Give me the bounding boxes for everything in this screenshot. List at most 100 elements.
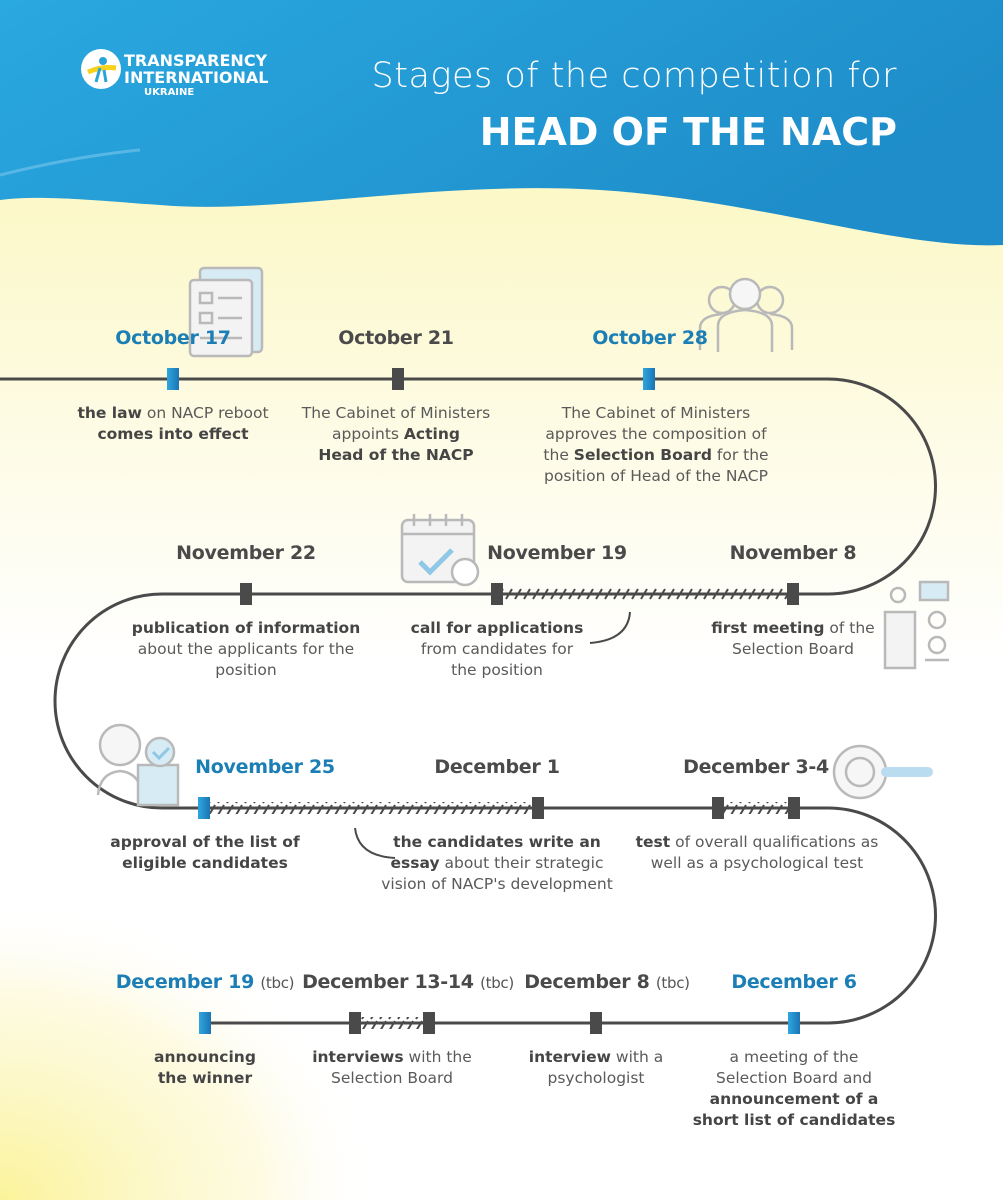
candidate-approval-icon [96, 723, 180, 807]
description-bold-text: interview [528, 1048, 611, 1066]
description-bold-text: comes into effect [97, 425, 249, 443]
description-text: of the [824, 619, 875, 637]
description-bold-text: test [635, 833, 671, 851]
description-text: Selection Board [331, 1069, 453, 1087]
description-bold-text: Selection Board [573, 446, 712, 464]
description-text: approves the composition of [545, 425, 767, 443]
stage-date-text: October 21 [338, 327, 454, 349]
description-text: with the [403, 1048, 472, 1066]
stage-date-text: December 13-14 [302, 971, 474, 993]
description-text: about the applicants for the [137, 640, 355, 658]
hatched-period [355, 1017, 429, 1029]
timeline-marker [788, 797, 800, 819]
description-text: of overall qualifications as [670, 833, 879, 851]
stage-date: December 13-14 (tbc) [302, 971, 514, 993]
stage-date: November 25 [195, 756, 335, 778]
description-text: position of Head of the NACP [544, 467, 768, 485]
yellow-glow [0, 900, 380, 1200]
description-bold-text: approval of the list of [110, 833, 300, 851]
description-text: from candidates for [420, 640, 574, 658]
timeline-marker [392, 368, 404, 390]
timeline-marker [167, 368, 179, 390]
description-text: well as a psychological test [650, 854, 864, 872]
description-text: about their strategic [439, 854, 604, 872]
timeline-marker [423, 1012, 435, 1034]
stage-date: October 21 [338, 327, 454, 349]
stage-date: December 19 (tbc) [115, 971, 295, 993]
timeline-marker [788, 1012, 800, 1034]
stage-date-text: December 3-4 [683, 756, 829, 778]
stage-date: December 8 (tbc) [524, 971, 690, 993]
stage-date-text: December 19 [115, 971, 255, 993]
stage-date: December 6 [731, 971, 857, 993]
description-text: The Cabinet of Ministers [561, 404, 751, 422]
description-bold-text: the law [77, 404, 142, 422]
stage-date: November 22 [176, 542, 316, 564]
stage-date-text: October 28 [592, 327, 708, 349]
stage-date-text: November 8 [729, 542, 857, 564]
callout-line [589, 611, 631, 644]
description-text: vision of NACP's development [381, 875, 613, 893]
description-text: Selection Board [732, 640, 854, 658]
timeline-marker [712, 797, 724, 819]
description-bold-text: Head of the NACP [318, 446, 474, 464]
stage-date-text: November 22 [176, 542, 316, 564]
description-bold-text: publication of information [131, 619, 361, 637]
timeline-marker [491, 583, 503, 605]
stage-date-text: November 19 [487, 542, 627, 564]
stage-description: publication of information about the appl… [132, 618, 361, 681]
stage-date-text: December 6 [731, 971, 857, 993]
stage-date: October 28 [592, 327, 708, 349]
description-text: the position [451, 661, 543, 679]
description-text: appoints [332, 425, 404, 443]
stage-date: December 1 [434, 756, 560, 778]
stage-description: The Cabinet of Ministers approves the com… [543, 403, 768, 487]
document-icon [188, 266, 264, 358]
tbc-label: (tbc) [655, 974, 690, 992]
stage-description: test of overall qualifications as well as… [636, 832, 879, 874]
callout-line [354, 827, 396, 859]
logo-line3: UKRAINE [144, 87, 195, 98]
page-title-line1: Stages of the competition for [371, 56, 897, 96]
stage-description: the candidates write an essay about their… [381, 832, 613, 895]
tbc-label: (tbc) [480, 974, 514, 992]
timeline-marker [240, 583, 252, 605]
icons [96, 266, 950, 807]
meeting-board-icon [883, 580, 950, 670]
stage-date-text: November 25 [195, 756, 335, 778]
tbc-label: (tbc) [260, 974, 295, 992]
description-text: Selection Board and [715, 1069, 872, 1087]
description-bold-text: essay [390, 854, 440, 872]
stage-date-text: December 1 [434, 756, 560, 778]
stage-date-text: December 8 [524, 971, 650, 993]
magnifier-icon [832, 744, 933, 800]
page-title-line2: HEAD OF THE NACP [479, 110, 897, 154]
description-bold-text: the winner [157, 1069, 253, 1087]
stage-date: November 8 [730, 542, 857, 564]
logo-line2: INTERNATIONAL [124, 68, 269, 87]
stage-date-text: October 17 [115, 327, 231, 349]
description-bold-text: the candidates write an [393, 833, 601, 851]
logo-text: TRANSPARENCY INTERNATIONAL UKRAINE [124, 52, 268, 99]
description-bold-text: first meeting [711, 619, 825, 637]
hatched-period [718, 802, 794, 814]
hatched-period [497, 588, 793, 600]
description-bold-text: Acting [403, 425, 460, 443]
stage-date: October 17 [115, 327, 231, 349]
description-bold-text: short list of candidates [692, 1111, 896, 1129]
description-text: position [215, 661, 277, 679]
description-text: for the [711, 446, 769, 464]
calendar-check-icon [400, 514, 480, 587]
description-text: the [543, 446, 574, 464]
description-bold-text: eligible candidates [122, 854, 288, 872]
hatched-period [204, 802, 538, 814]
description-bold-text: announcing [154, 1048, 256, 1066]
stage-date: November 19 [487, 542, 627, 564]
description-bold-text: interviews [312, 1048, 404, 1066]
